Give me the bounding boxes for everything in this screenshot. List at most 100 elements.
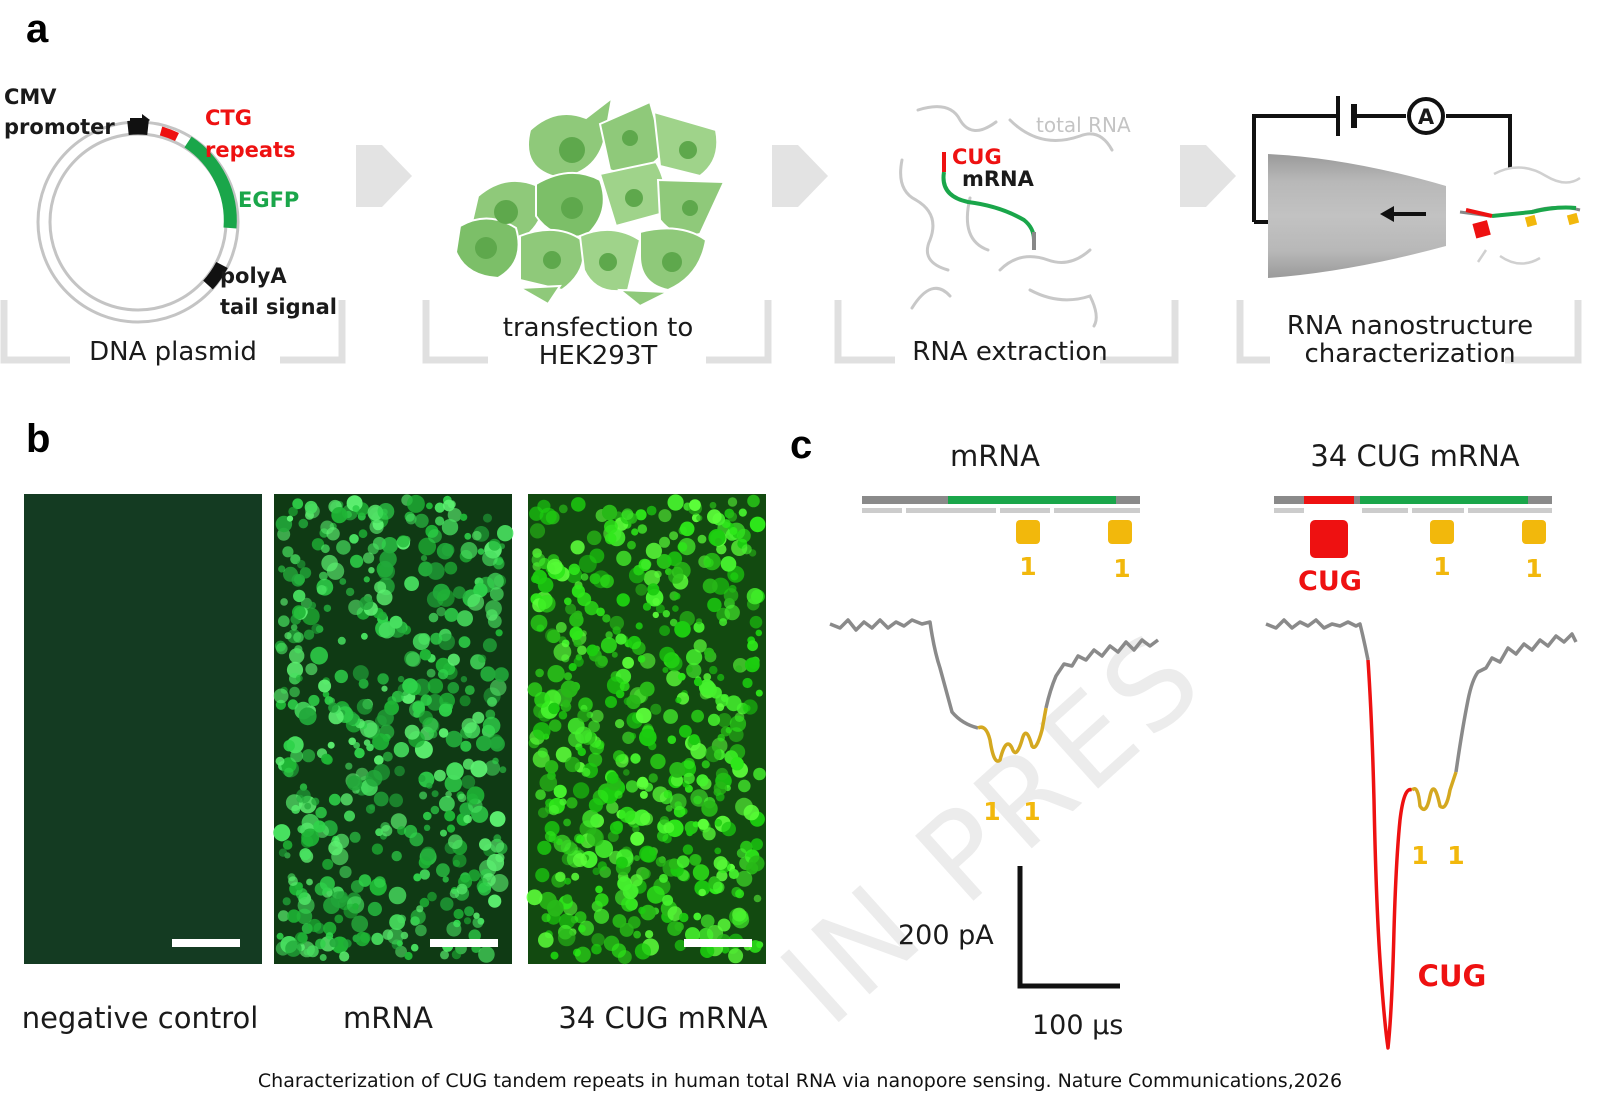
fluorescent-cell [318,679,332,693]
fluorescent-cell [686,829,694,837]
label-repeats: repeats [205,138,296,162]
peak-right-2: 1 [1447,841,1464,870]
fluorescent-cell [696,774,709,787]
fluorescent-cell [736,870,753,887]
fluorescent-cell [685,927,700,943]
fluorescent-cell [436,542,454,560]
fluorescent-cell [466,793,479,806]
fluorescent-cell [273,688,289,704]
fluorescent-cell [631,528,639,536]
fluorescent-cell [285,940,302,957]
fluorescent-cell [295,674,303,682]
fluorescent-cell [282,546,294,558]
fluorescent-cell [565,603,577,615]
fluorescent-cell [707,597,722,613]
fluorescent-cell [594,655,608,668]
fluorescent-cell [276,642,288,655]
fluorescent-cell [578,924,586,933]
fluorescent-cell [665,805,673,812]
fluorescent-cell [650,753,666,770]
fluorescent-cell [369,519,384,535]
fluorescent-cell [736,848,747,859]
fluorescent-cell [586,530,602,546]
fluorescent-cell [659,625,670,636]
fluorescent-cell [484,760,501,776]
fluorescent-cell [334,914,344,924]
fluorescent-cell [666,670,683,687]
watermark: IN PRES [756,605,1230,1052]
fluorescent-cell [729,744,746,760]
fluorescent-cell [621,896,637,912]
fluorescent-cell [327,741,335,749]
cug-construct-right [1274,496,1552,558]
fluorescent-cell [445,791,452,798]
fluorescent-cell [275,756,285,766]
fluorescent-cell [351,915,369,933]
fluorescent-cell [350,554,364,568]
fluorescent-cell [593,908,610,924]
fluorescent-cell [373,763,390,781]
fluorescent-cell [281,757,297,773]
fluorescent-cell [683,772,695,785]
fluorescent-cell [566,797,578,809]
fluorescent-cell [530,614,548,632]
bracket-frames [0,300,1582,364]
fluorescent-cell [570,540,585,555]
fluorescent-cell [277,910,290,922]
fluorescent-cell [747,640,758,652]
fluorescent-cell [544,831,556,842]
fluorescent-cell [415,924,427,937]
fluorescent-cell [489,679,507,696]
fluorescent-cell [715,767,729,781]
fluorescent-cell [328,702,339,713]
fluorescent-cell [712,881,725,894]
fluorescent-cell [306,878,313,886]
figure-caption: Characterization of CUG tandem repeats i… [257,1070,1343,1092]
fluorescent-cell [349,831,361,843]
fluorescent-cell [353,742,360,749]
fluorescent-cell [472,711,485,724]
fluorescent-cell [284,632,292,640]
fluorescent-cell [460,542,478,559]
fluorescent-cell [662,610,670,618]
fluorescent-cell [728,948,744,964]
fluorescent-cell [689,499,701,511]
fluorescent-cell [343,939,352,948]
fluorescent-cell [709,665,718,675]
label-cug-trace: CUG [1418,959,1487,993]
fluorescent-cell [423,824,431,831]
fluorescent-cell [663,789,673,799]
fluorescent-cell [426,782,433,789]
fluorescent-cell [562,894,573,904]
fluorescent-cell [286,661,304,678]
fluorescent-cell [485,600,502,617]
fluorescent-cell [381,685,388,692]
fluorescent-cell [430,805,440,815]
fluorescent-cell [548,702,560,715]
fluorescent-cell [358,529,368,539]
fluorescent-cell [537,499,551,513]
fluorescent-cell [460,676,468,683]
fluorescent-cell [753,894,762,903]
label-34cug-image: 34 CUG mRNA [558,1001,767,1035]
fluorescent-cell [373,791,389,807]
fluorescent-cell [479,838,492,851]
fluorescent-cell [334,833,350,849]
fluorescent-cell [694,880,711,896]
fluorescent-cell [489,587,504,601]
fluorescent-cell [563,818,571,827]
label-cug-extraction: CUG [952,145,1002,169]
fluorescent-cell [677,542,688,552]
fluorescent-cell [698,927,714,943]
fluorescent-cell [493,834,502,843]
fluorescent-cell [397,675,405,683]
fluorescent-cell [344,810,355,822]
fluorescent-cell [535,668,544,678]
fluorescent-cell [413,873,422,882]
fluorescent-cell [310,646,328,665]
fluorescent-cell [476,735,492,752]
fluorescent-cell [714,847,722,855]
peak-right-1: 1 [1411,841,1428,870]
fluorescent-cell [654,570,662,578]
fluorescent-cell [581,767,591,777]
